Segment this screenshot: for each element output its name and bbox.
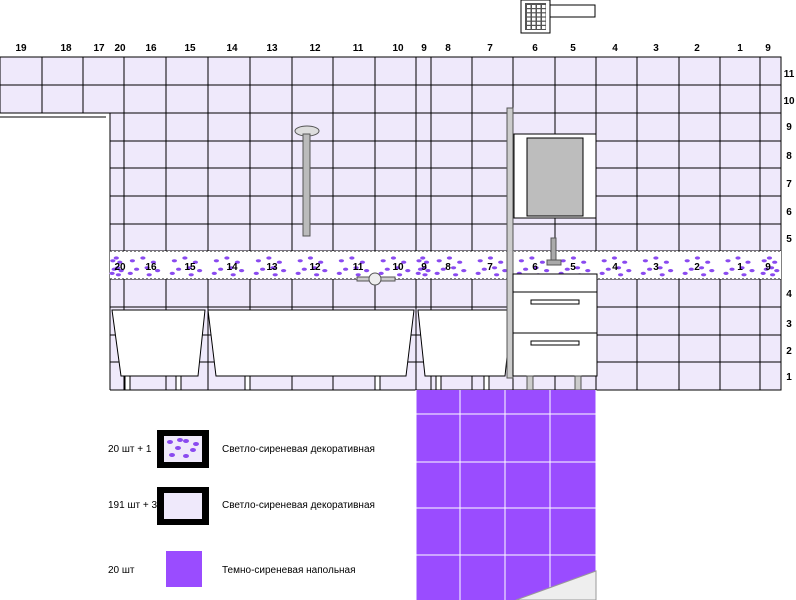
legend-quantity: 191 шт + 3 (108, 500, 157, 511)
row-label: 11 (784, 69, 795, 80)
decor-tile-label: 8 (445, 262, 451, 273)
row-label: 7 (786, 179, 792, 190)
column-label: 3 (653, 43, 659, 54)
decor-tile-label: 1 (737, 262, 743, 273)
decor-tile-label: 2 (694, 262, 700, 273)
sink-tap-icon (546, 237, 562, 266)
column-label: 20 (114, 43, 126, 54)
column-label: 8 (445, 43, 451, 54)
column-label: 10 (392, 43, 404, 54)
row-label: 2 (786, 346, 792, 357)
decor-tile-label: 9 (421, 262, 427, 273)
decor-tile-label: 11 (353, 262, 364, 273)
decor-tile-label: 10 (392, 262, 404, 273)
column-label: 2 (694, 43, 700, 54)
column-label: 7 (487, 43, 493, 54)
decor-tile-label: 3 (653, 262, 659, 273)
row-label: 6 (786, 207, 792, 218)
switch-panel-icon (520, 0, 596, 34)
column-label: 19 (15, 43, 27, 54)
decor-tile-label: 16 (145, 262, 157, 273)
row-labels: 11 10 9 8 7 6 5 4 3 2 1 (783, 69, 795, 383)
legend-quantity: 20 шт (108, 565, 135, 576)
decor-tile-label: 12 (309, 262, 321, 273)
decor-tile-label: 6 (532, 262, 538, 273)
notch-outline (0, 112, 111, 390)
row-label: 10 (783, 96, 795, 107)
row-label: 8 (786, 151, 792, 162)
column-label: 17 (93, 43, 105, 54)
legend-description: Темно-сиреневая напольная (222, 565, 356, 576)
vertical-pipe (506, 107, 514, 379)
legend-quantity: 20 шт + 1 (108, 444, 152, 455)
column-label: 18 (60, 43, 72, 54)
column-label: 6 (532, 43, 538, 54)
column-label: 13 (266, 43, 278, 54)
column-label: 14 (226, 43, 238, 54)
decor-tile-label: 15 (184, 262, 196, 273)
bathtub-middle (207, 309, 415, 391)
untiled-notch (0, 113, 110, 391)
shower-head-icon (294, 125, 320, 237)
legend-item-floor: 20 шт Темно-сиреневая напольная (108, 551, 356, 587)
faucet-icon (356, 272, 396, 286)
row-label: 9 (786, 122, 792, 133)
row-label: 5 (786, 234, 792, 245)
legend-description: Светло-сиреневая декоративная (222, 444, 375, 455)
row-label: 3 (786, 319, 792, 330)
column-label: 9 (765, 43, 771, 54)
column-label: 5 (570, 43, 576, 54)
decor-tile-label: 14 (226, 262, 238, 273)
row-label: 4 (786, 289, 792, 300)
floor-background (416, 390, 596, 600)
column-label: 12 (309, 43, 321, 54)
legend: 20 шт + 1 Светло-сиреневая декоративная … (108, 430, 375, 587)
decor-tile-label: 7 (487, 262, 493, 273)
column-label: 11 (353, 43, 364, 54)
legend-item-decor: 20 шт + 1 Светло-сиреневая декоративная (108, 430, 375, 468)
decor-tile-label: 4 (612, 262, 618, 273)
column-label: 15 (184, 43, 196, 54)
legend-item-wall: 191 шт + 3 Светло-сиреневая декоративная (108, 487, 375, 525)
vanity-cabinet (512, 273, 598, 391)
decor-tile-label: 9 (765, 262, 771, 273)
column-label: 4 (612, 43, 618, 54)
floor-tiles (415, 390, 597, 600)
decor-tile-label: 13 (266, 262, 278, 273)
column-label: 16 (145, 43, 157, 54)
mirror-cabinet (513, 133, 597, 219)
column-label: 9 (421, 43, 427, 54)
row-label: 1 (786, 372, 792, 383)
column-label: 1 (737, 43, 743, 54)
legend-description: Светло-сиреневая декоративная (222, 500, 375, 511)
decor-tile-label: 20 (114, 262, 126, 273)
decor-tile-label: 5 (570, 262, 576, 273)
bathtub-left (111, 309, 206, 391)
decor-row: 20 16 15 14 13 12 11 10 9 8 7 6 5 4 3 2 1 9 (109, 250, 781, 280)
